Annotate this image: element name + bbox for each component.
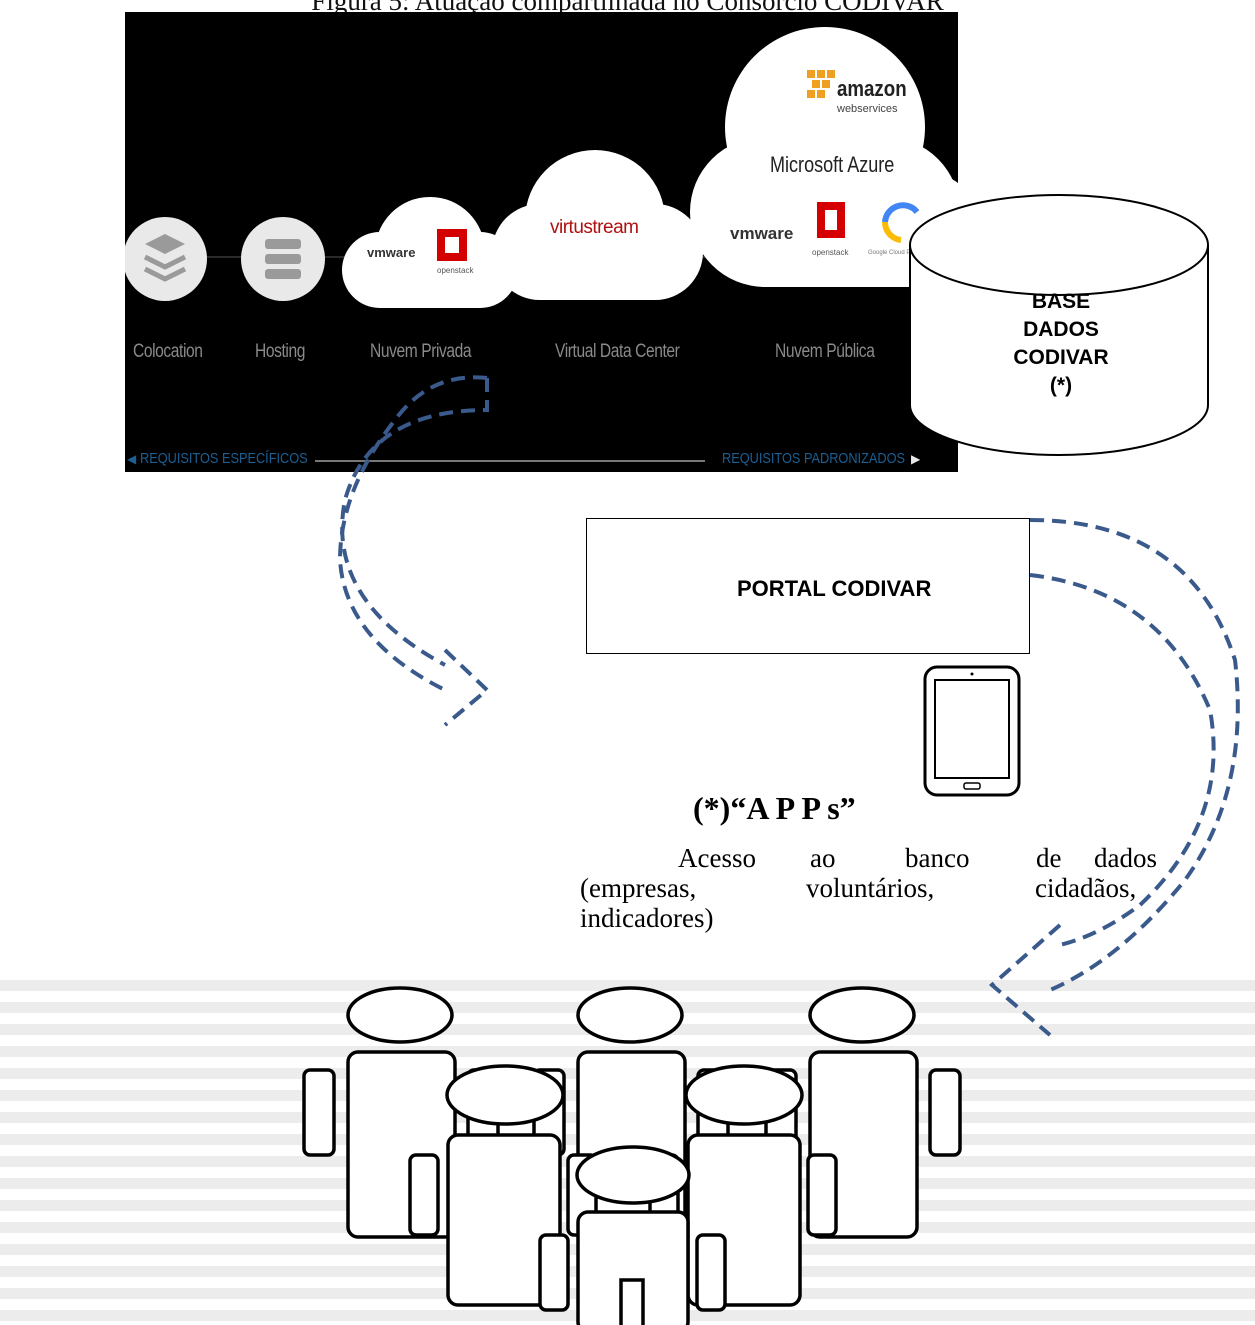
req-specific-label: REQUISITOS ESPECÍFICOS — [140, 450, 308, 467]
cloud-services-panel: vmware openstack virtustream amazon webs… — [125, 12, 958, 472]
person-icon — [538, 1145, 727, 1325]
amazon-logo-text: amazon — [837, 76, 907, 101]
database-label: BASE DADOS CODIVAR (*) — [988, 288, 1134, 398]
azure-logo-text: Microsoft Azure — [770, 152, 895, 177]
word: Acesso — [678, 843, 756, 873]
service-label-public-cloud: Nuvem Pública — [775, 341, 875, 362]
portal-box: PORTAL CODIVAR — [586, 518, 1030, 654]
chevron-right-icon: ▶ — [911, 452, 921, 466]
req-divider-line — [315, 460, 705, 462]
db-label-line-2: DADOS — [1023, 318, 1099, 341]
service-label-hosting: Hosting — [255, 341, 305, 362]
webservices-logo-text: webservices — [837, 103, 898, 115]
tablet-icon — [923, 665, 1021, 797]
word: (empresas, — [580, 873, 697, 903]
arrow-portal-to-users — [1029, 518, 1240, 992]
amazon-logo — [807, 70, 835, 98]
service-label-private-cloud: Nuvem Privada — [370, 341, 472, 362]
people-group — [302, 986, 962, 1325]
layers-icon — [125, 217, 207, 301]
word: banco — [905, 843, 970, 873]
word: cidadãos, — [1035, 873, 1137, 903]
db-label-line-4: (*) — [1049, 374, 1073, 397]
chevron-left-icon: ◀ — [127, 452, 137, 466]
service-label-vdc: Virtual Data Center — [555, 341, 680, 362]
virtustream-logo-text: virtustream — [550, 217, 639, 238]
google-logo-text: Google Cloud Platform — [868, 250, 929, 256]
apps-desc-line-3: indicadores) — [580, 903, 714, 933]
openstack-logo-text: openstack — [437, 266, 474, 275]
word: ao — [810, 843, 836, 873]
req-standard-label: REQUISITOS PADRONIZADOS — [722, 450, 906, 467]
portal-label: PORTAL CODIVAR — [737, 576, 932, 601]
database-cylinder — [909, 194, 1209, 456]
cloud-panel-graphics — [125, 27, 958, 308]
vmware-logo-text: vmware — [367, 245, 416, 260]
word: de — [1036, 843, 1062, 873]
google-cloud-logo — [881, 202, 920, 243]
openstack-logo-text-public: openstack — [812, 248, 849, 257]
vmware-logo-text-public: vmware — [730, 224, 794, 243]
word: voluntários, — [806, 873, 935, 903]
db-label-line-3: CODIVAR — [1013, 346, 1109, 369]
public-cloud-icon — [690, 27, 958, 287]
service-label-colocation: Colocation — [133, 341, 203, 362]
server-icon — [241, 217, 325, 301]
word: dados — [1094, 843, 1157, 873]
apps-title: (*)“A P P s” — [693, 790, 856, 826]
db-label-line-1: BASE — [1031, 290, 1091, 313]
vdc-cloud-icon — [492, 150, 703, 300]
